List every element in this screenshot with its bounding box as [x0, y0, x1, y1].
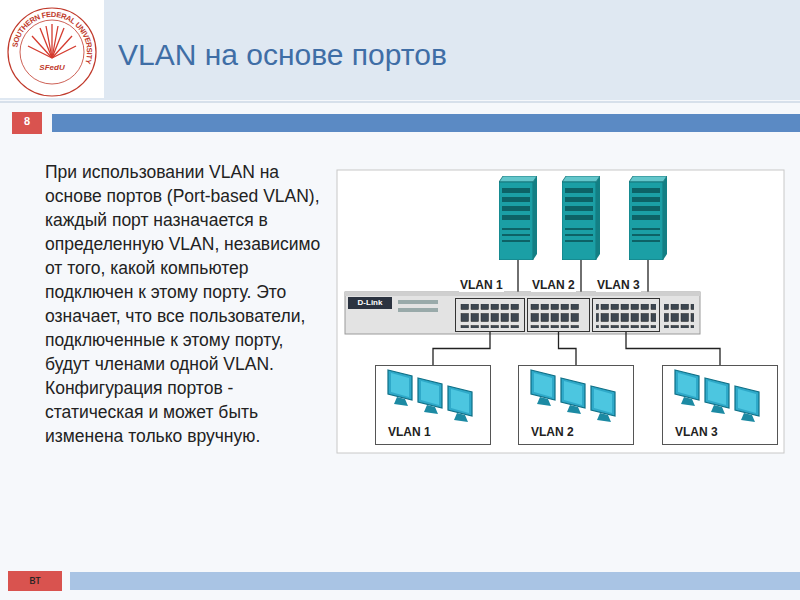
port-group: VLAN 3	[592, 298, 660, 332]
link-line	[626, 332, 720, 365]
port-group: VLAN 1	[455, 298, 525, 332]
logo-mark: SFedU	[30, 63, 74, 72]
footer-tag: вт	[8, 573, 62, 587]
vlan-label: VLAN 3	[596, 278, 641, 292]
workstation-group: VLAN 2	[518, 365, 634, 445]
vlan-label: VLAN 1	[459, 278, 504, 292]
slide-title: VLAN на основе портов	[118, 38, 447, 72]
workstation-group: VLAN 3	[662, 365, 778, 445]
slide-number: 8	[12, 115, 42, 127]
logo-ring-text: SOUTHERN FEDERAL UNIVERSITY	[10, 10, 94, 65]
vlan-label: VLAN 3	[673, 425, 720, 439]
vlan-label: VLAN 2	[531, 278, 576, 292]
workstation-group: VLAN 1	[375, 365, 491, 445]
link-line	[559, 332, 577, 365]
link-line	[433, 332, 490, 365]
port-group: VLAN 2	[527, 298, 590, 332]
device-brand: D-Link	[348, 298, 392, 307]
body-text: При использовании VLAN на основе портов …	[45, 160, 331, 448]
vlan-label: VLAN 2	[529, 425, 576, 439]
vlan-label: VLAN 1	[386, 425, 433, 439]
